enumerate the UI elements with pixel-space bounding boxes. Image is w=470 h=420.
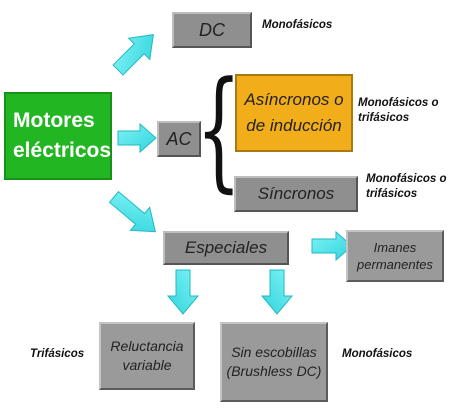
node-brushless: Sin escobillas (Brushless DC) — [220, 322, 328, 402]
arrow-root-to-dc — [112, 34, 154, 76]
imanes-label: Imanes permanentes — [357, 240, 433, 272]
arrow-root-to-especiales — [108, 190, 157, 233]
sincronos-label: Síncronos — [257, 184, 335, 203]
root-node-motores-electricos: Motores eléctricos — [4, 92, 112, 180]
node-sincronos: Síncronos — [234, 176, 358, 212]
arrow-root-to-ac — [117, 122, 157, 154]
brushless-label: Sin escobillas (Brushless DC) — [226, 344, 322, 379]
ac-label: AC — [166, 128, 192, 149]
dc-label: DC — [199, 19, 225, 40]
reluctancia-note: Trifásicos — [30, 348, 85, 360]
brushless-note: Monofásicos — [342, 348, 413, 360]
root-label: Motores eléctricos — [13, 109, 112, 162]
node-reluctancia-variable: Reluctancia variable — [99, 322, 195, 390]
dc-note: Monofásicos — [262, 19, 333, 31]
arrow-especiales-to-imanes — [311, 230, 353, 262]
sincronos-note: Monofásicos o trifásicos — [366, 173, 447, 200]
node-dc: DC — [172, 12, 252, 48]
node-imanes-permanentes: Imanes permanentes — [346, 230, 444, 282]
ac-brace: { — [196, 53, 242, 205]
arrow-especiales-to-reluctancia — [166, 269, 200, 315]
node-ac: AC — [157, 121, 201, 157]
arrow-especiales-to-brushless — [260, 269, 294, 315]
reluctancia-label: Reluctancia variable — [110, 338, 184, 373]
node-especiales: Especiales — [163, 231, 289, 265]
especiales-label: Especiales — [184, 238, 268, 257]
node-asincronos: Asíncronos o de inducción — [235, 74, 353, 152]
asincronos-note: Monofásicos o trifásicos — [358, 97, 439, 124]
asincronos-label: Asíncronos o de inducción — [244, 90, 344, 135]
